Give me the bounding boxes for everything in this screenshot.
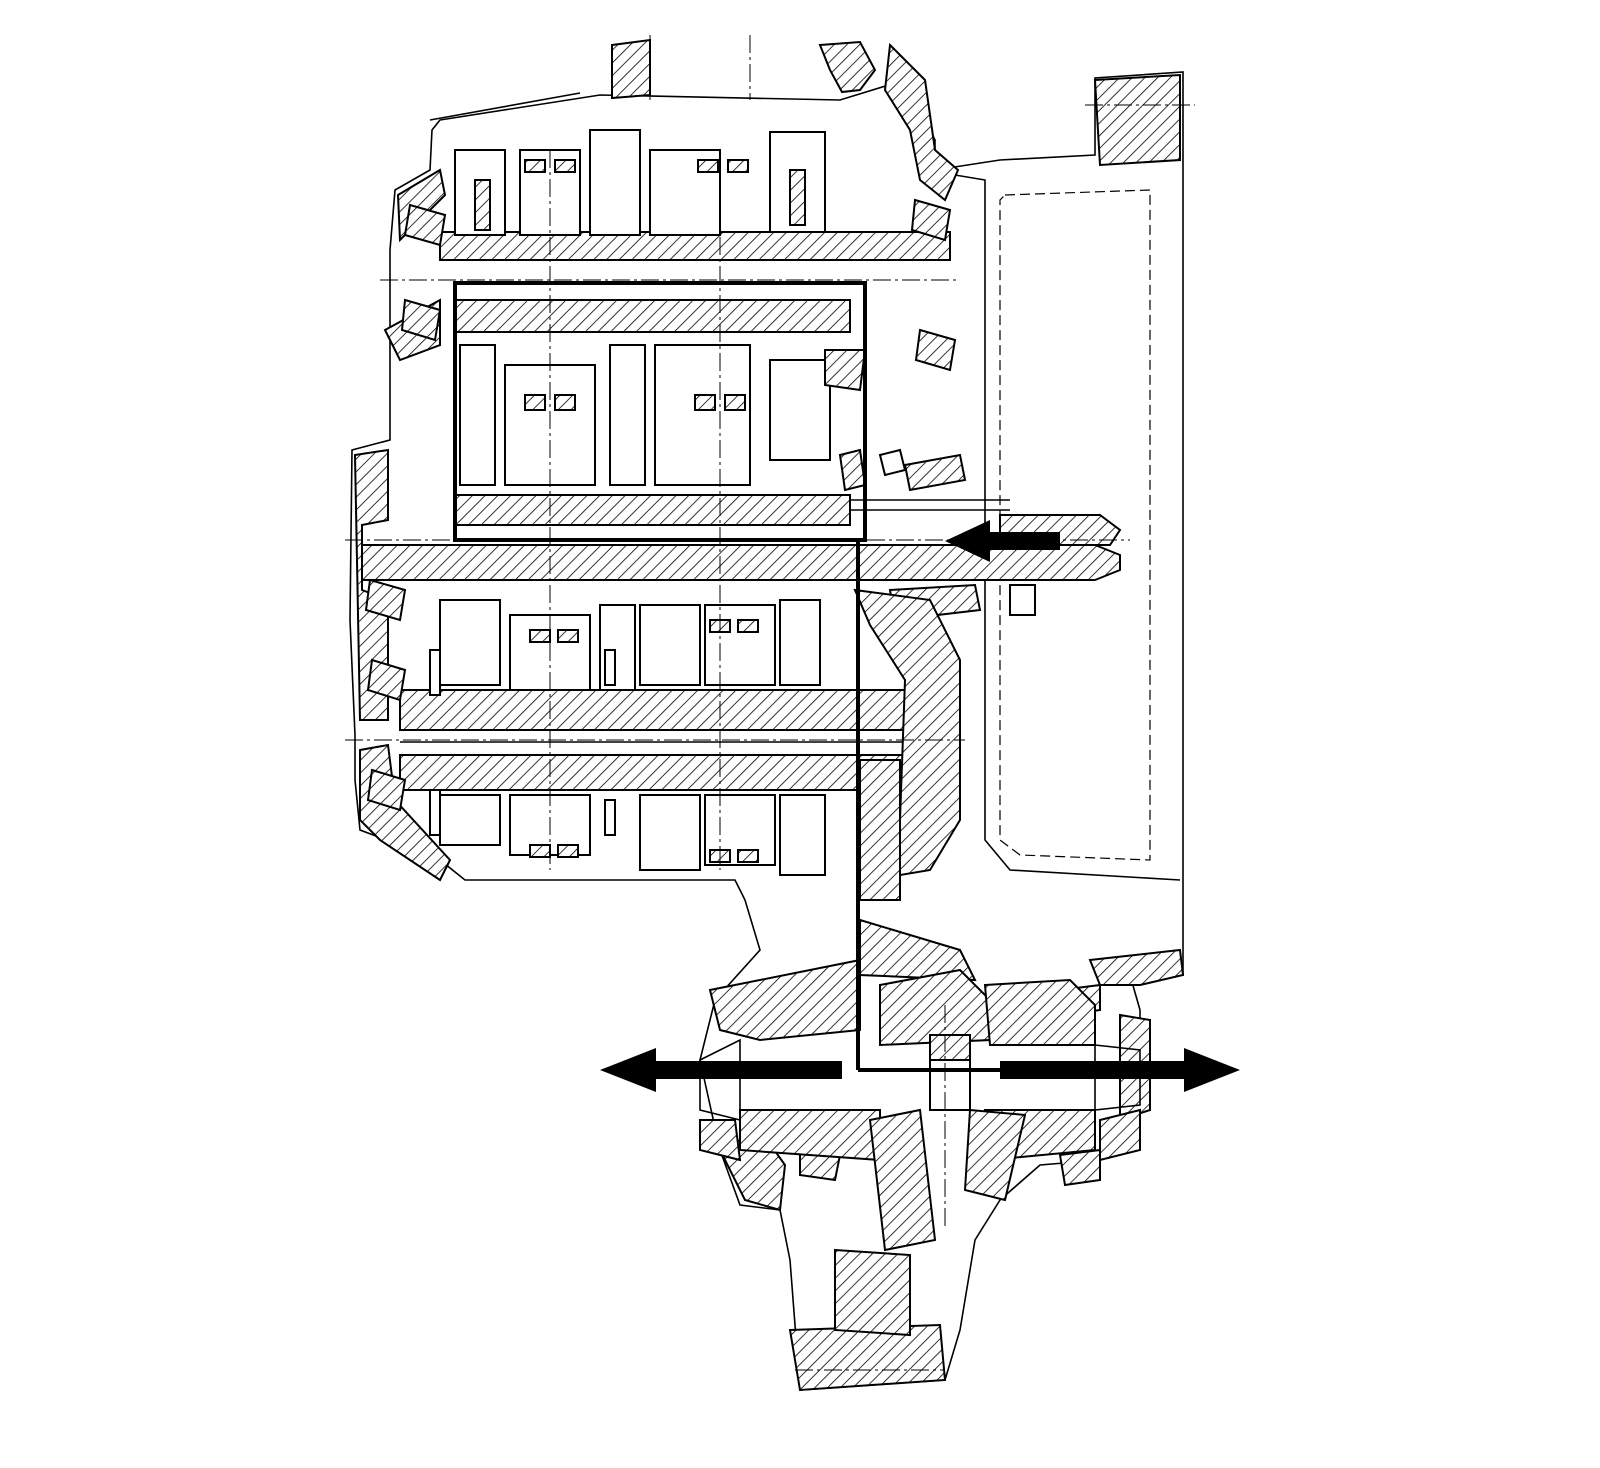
input-arrow xyxy=(945,520,1060,562)
shift-components xyxy=(824,349,1036,901)
right-output-arrow xyxy=(1000,1048,1240,1092)
upper-countershaft xyxy=(439,231,951,526)
main-shaft xyxy=(399,689,961,791)
differential xyxy=(699,588,1141,1337)
power-flow-path xyxy=(453,281,1000,1072)
lower-gear-set xyxy=(429,599,826,876)
left-output-arrow xyxy=(600,1048,842,1092)
upper-gear-set xyxy=(454,129,831,486)
